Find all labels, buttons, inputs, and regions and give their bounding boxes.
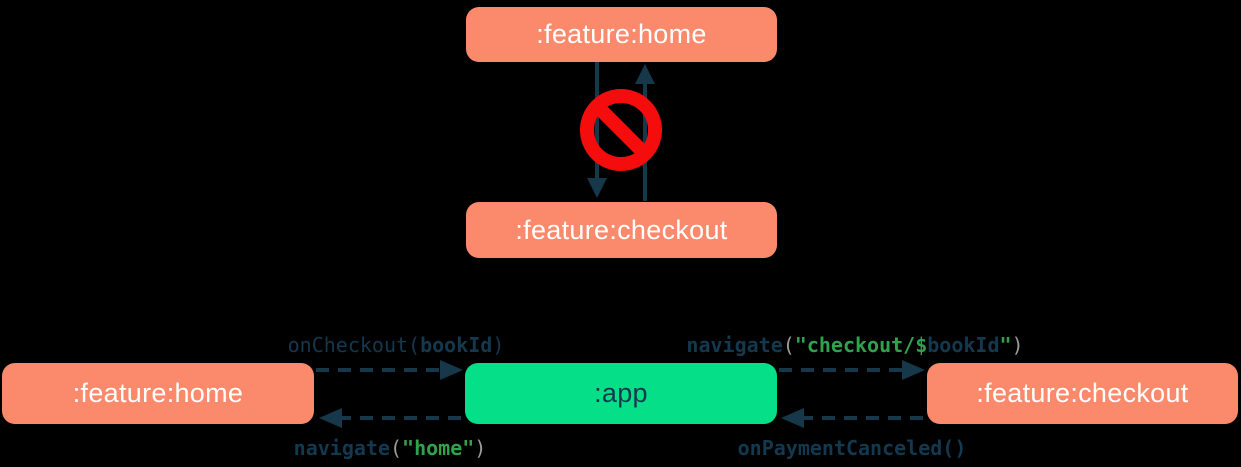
code-close-paren: ) [1011,333,1024,357]
code-open-paren: ( [389,436,403,460]
code-open-paren: ( [782,333,795,357]
code-close: ) [492,333,505,357]
label-on-payment-canceled-call: onPaymentCanceled() [738,436,967,460]
arrow-home-to-app [316,360,463,380]
label-navigate-home-call: navigate("home") [294,436,487,460]
module-feature-checkout-top: :feature:checkout [466,202,777,258]
code-fn: navigate [293,436,390,460]
module-app: :app [465,363,777,424]
module-label: :feature:home [536,19,707,49]
module-label: :app [594,378,648,408]
module-label: :feature:home [72,378,244,408]
no-entry-icon [580,89,662,171]
label-navigate-checkout-call: navigate("checkout/$bookId") [686,333,1023,357]
code-fn: navigate [686,333,783,357]
arrow-app-to-home [319,408,461,428]
code-arg: bookId [420,333,493,357]
code-string: "home" [402,436,475,460]
arrow-app-to-checkout [779,360,925,380]
code-close-paren: ) [474,436,487,460]
code-string: "checkout/$ [794,333,928,357]
module-feature-home-top: :feature:home [466,7,777,62]
label-on-checkout-call: onCheckout(bookId) [288,333,505,357]
module-feature-checkout-bottom: :feature:checkout [927,363,1238,424]
arrow-checkout-to-app [781,408,923,428]
code-arg: bookId [927,333,1000,357]
module-feature-home-bottom: :feature:home [2,363,314,424]
code-fn: onPaymentCanceled() [737,436,967,460]
code-fn: onCheckout( [287,333,421,357]
code-string-close-quote: " [999,333,1012,357]
module-label: :feature:checkout [515,214,728,245]
module-label: :feature:checkout [976,378,1189,408]
